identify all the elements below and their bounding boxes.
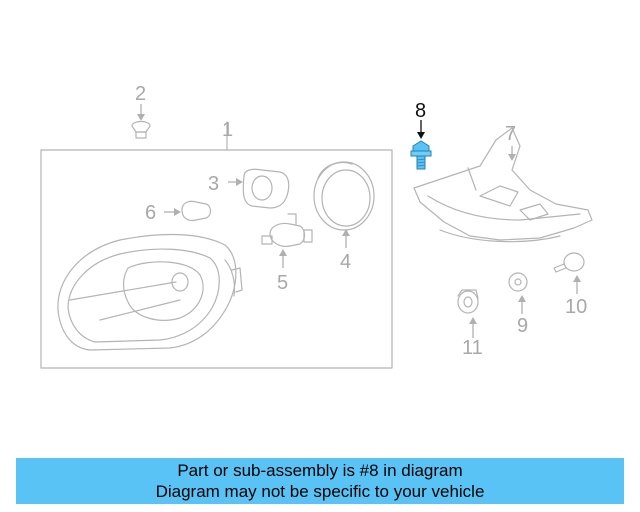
callout-10: 10 xyxy=(565,296,587,318)
callout-7: 7 xyxy=(505,123,516,145)
callout-2: 2 xyxy=(135,83,146,105)
part-10-screw xyxy=(553,252,585,294)
part-2-clip xyxy=(131,104,151,139)
part-4-cover xyxy=(313,161,375,248)
part-7-bracket xyxy=(413,127,593,243)
part-11-grommet xyxy=(457,289,479,338)
callout-11: 11 xyxy=(462,337,483,359)
callout-3: 3 xyxy=(208,173,219,195)
part-5-bulb xyxy=(261,213,313,268)
info-banner: Part or sub-assembly is #8 in diagram Di… xyxy=(16,458,624,504)
callout-6: 6 xyxy=(145,202,156,224)
callout-1: 1 xyxy=(222,119,233,141)
banner-line-1: Part or sub-assembly is #8 in diagram xyxy=(177,461,463,480)
callout-4: 4 xyxy=(340,251,351,273)
part-1-headlamp-assembly xyxy=(40,121,393,369)
callout-5: 5 xyxy=(277,272,288,294)
banner-line-2: Diagram may not be specific to your vehi… xyxy=(155,482,485,501)
part-6-small-bulb xyxy=(164,200,212,222)
callout-9: 9 xyxy=(517,315,528,337)
part-9-washer xyxy=(508,272,528,314)
part-3-socket xyxy=(228,168,290,209)
part-8-bolt xyxy=(410,120,432,170)
callout-8: 8 xyxy=(415,100,426,122)
